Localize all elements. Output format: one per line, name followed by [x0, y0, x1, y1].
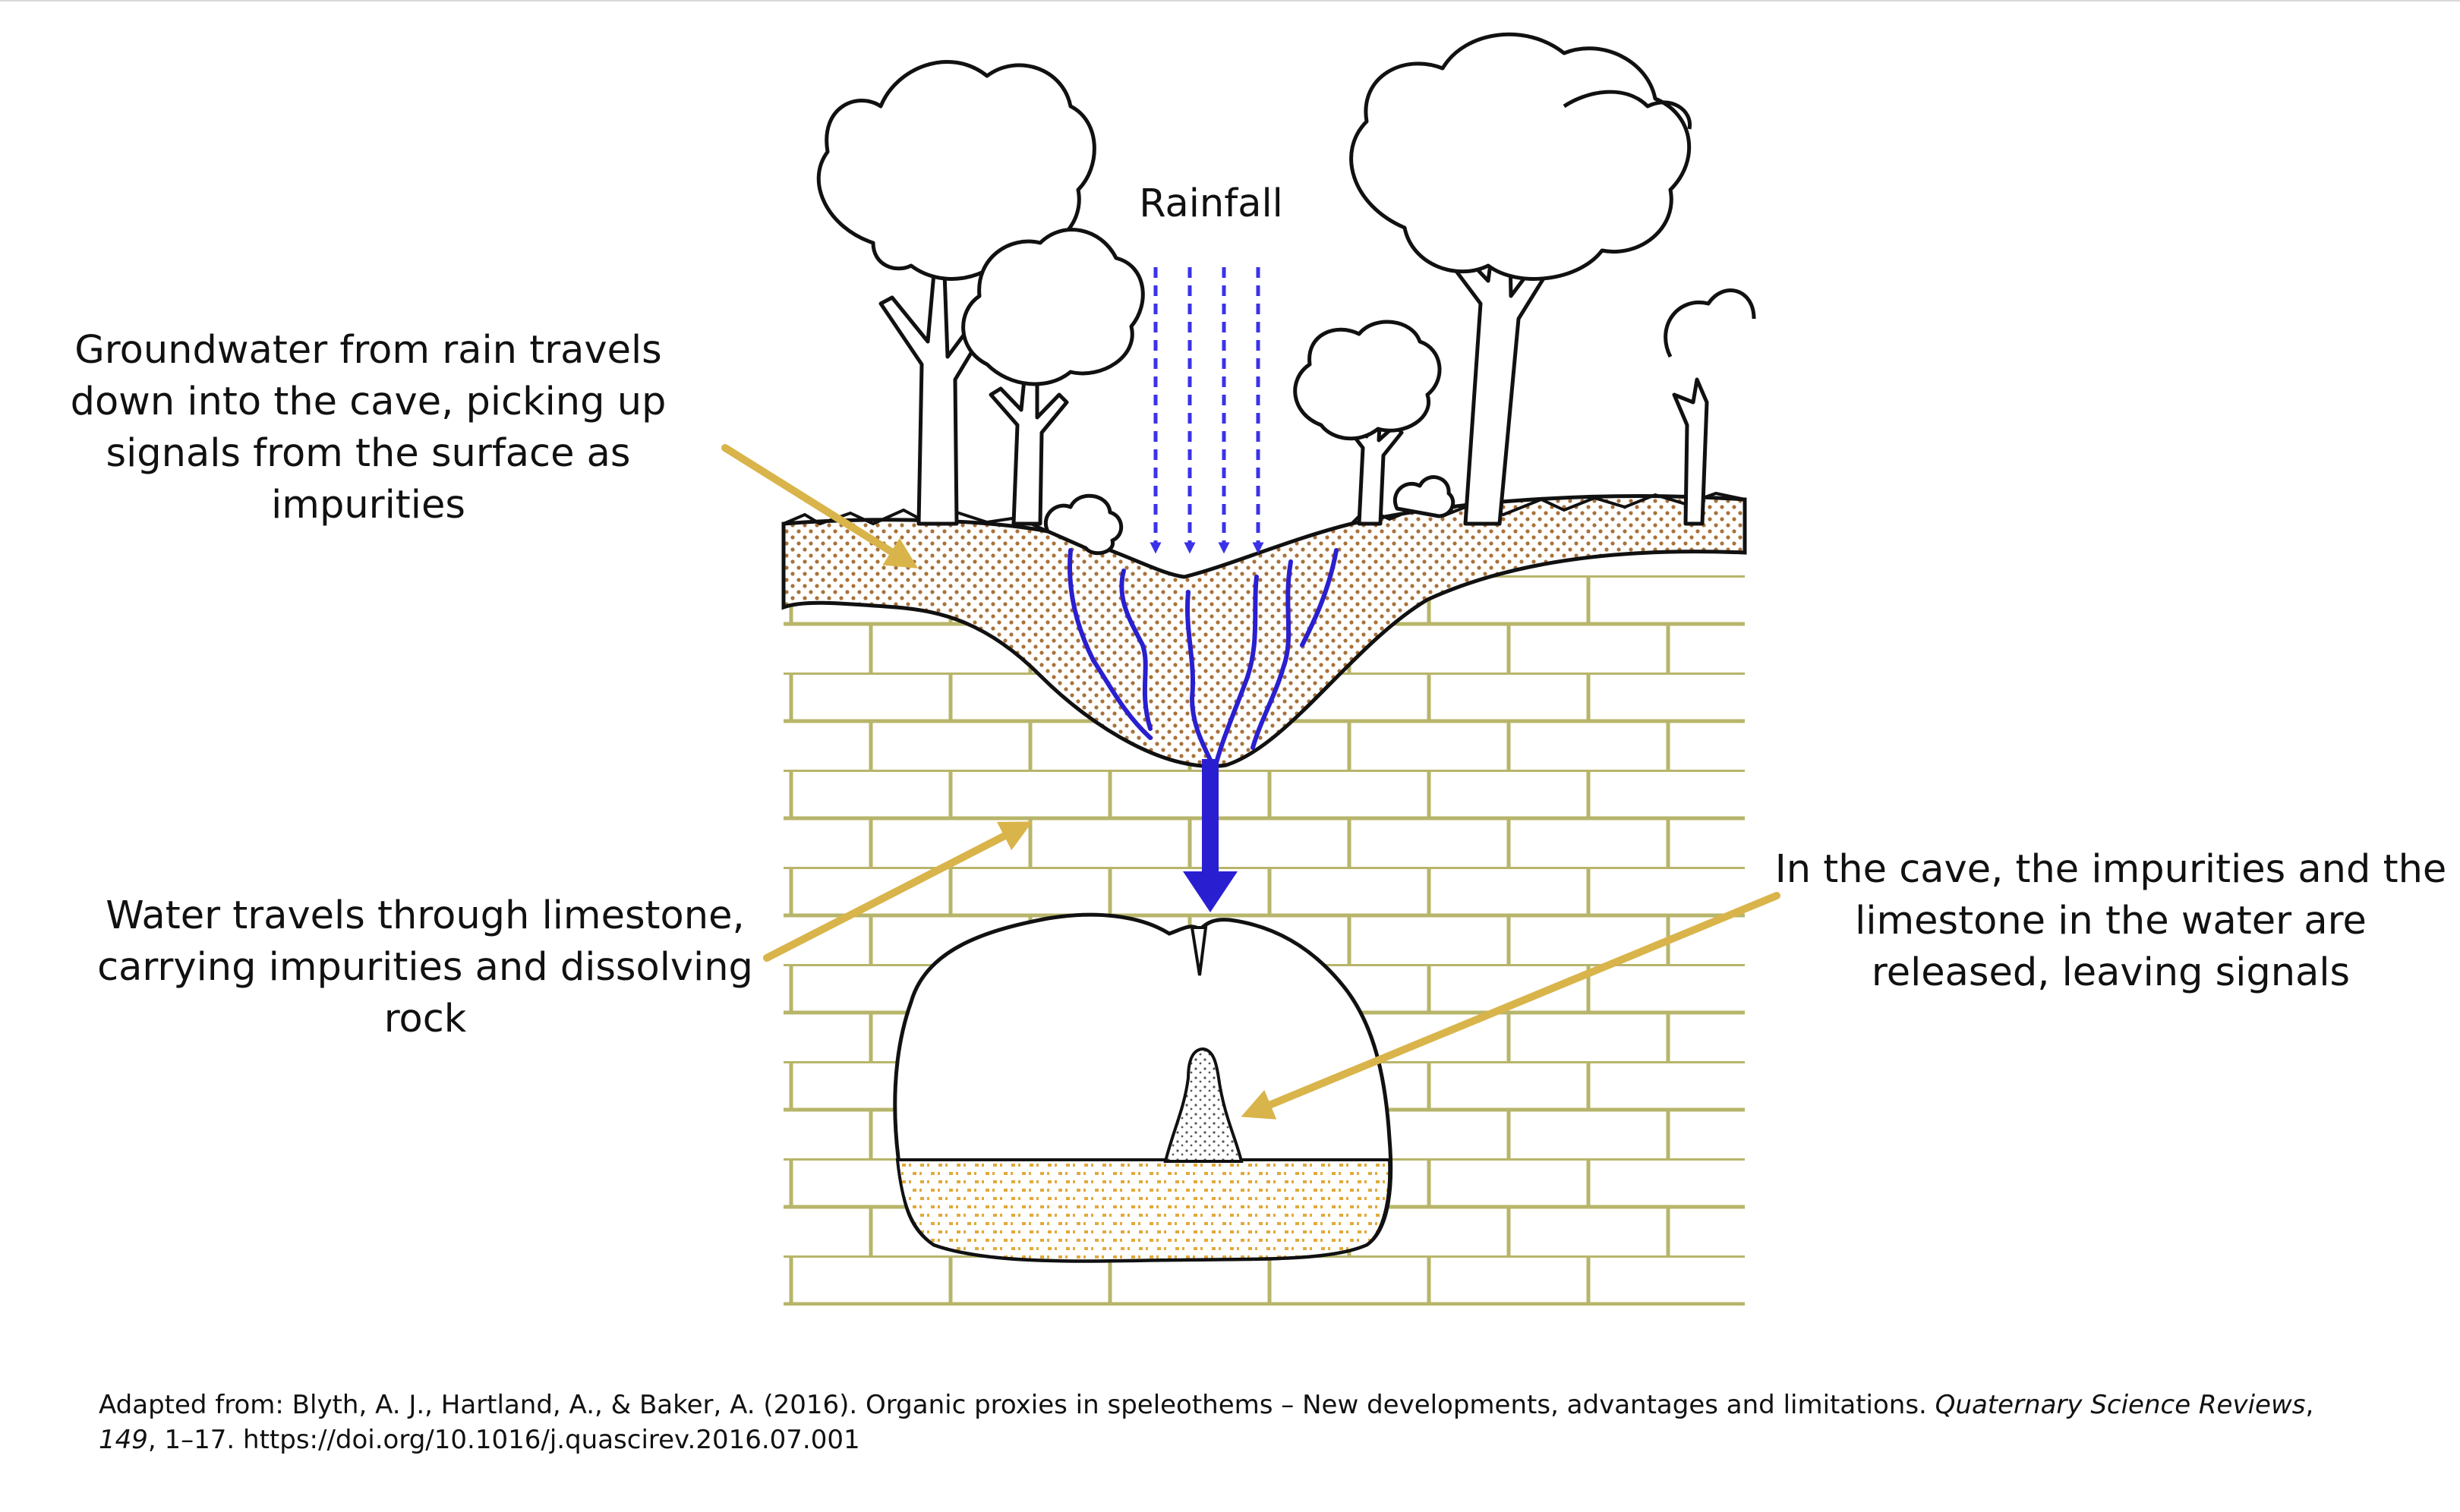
citation-volume: 149 — [99, 1425, 148, 1455]
limestone-label: Water travels through limestone, carryin… — [97, 893, 753, 1041]
pointer-arrows — [721, 444, 1780, 1120]
groundwater-label: Groundwater from rain travels down into … — [70, 328, 667, 528]
stalactite — [1190, 926, 1208, 976]
citation-journal: Quaternary Science Reviews — [1935, 1390, 2306, 1420]
water-channels — [1068, 548, 1339, 769]
water-flow-arrow — [1183, 759, 1238, 912]
citation-prefix: Adapted from: Blyth, A. J., Hartland, A.… — [99, 1390, 1935, 1420]
ground-surface — [783, 491, 1746, 533]
rainfall-label: Rainfall — [1139, 181, 1283, 226]
citation: Adapted from: Blyth, A. J., Hartland, A.… — [99, 1388, 2376, 1457]
citation-sep: , — [2305, 1390, 2314, 1420]
arrow-to-limestone — [763, 821, 1033, 962]
trees — [816, 32, 1756, 556]
cave-label: In the cave, the impurities and the lime… — [1774, 847, 2447, 995]
rainfall-arrows — [1150, 267, 1264, 554]
arrow-to-soil — [721, 444, 919, 569]
top-divider — [0, 0, 2460, 2]
stalagmite — [1163, 1047, 1244, 1163]
cave-sediment — [895, 1158, 1392, 1263]
soil-layer — [781, 494, 1747, 768]
arrow-to-stalagmite — [1241, 892, 1780, 1120]
citation-suffix: , 1–17. https://doi.org/10.1016/j.quasci… — [147, 1425, 860, 1455]
